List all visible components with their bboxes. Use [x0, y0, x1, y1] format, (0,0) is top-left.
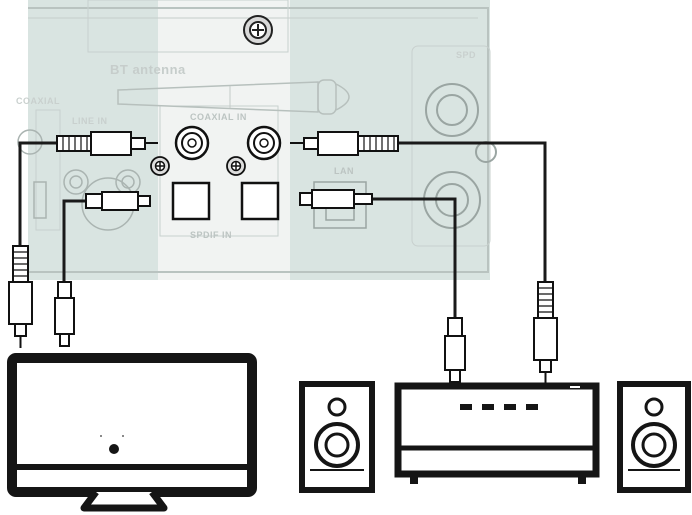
rca-plug-amp-side [290, 131, 399, 156]
spdif-in-port-1 [171, 181, 211, 221]
lan-label: LAN [334, 166, 354, 176]
optical-cable-tv [62, 199, 86, 282]
amplifier-icon [394, 382, 600, 484]
optical-plug-tv-end [54, 281, 75, 347]
bt-antenna-label: BT antenna [110, 62, 186, 77]
tv-icon [7, 353, 257, 512]
coaxial-in-socket-2 [246, 125, 282, 161]
rear-panel: BT antenna COAXIAL IN SPDIF IN LAN LINE … [16, 0, 497, 280]
speaker-icon [299, 381, 375, 493]
coaxial-in-label: COAXIAL IN [190, 112, 247, 122]
screw-icon [243, 15, 273, 45]
screw-icon [150, 156, 170, 176]
coaxial-in-socket-1 [174, 125, 210, 161]
coaxial-side-label: COAXIAL [16, 96, 60, 106]
optical-plug-amp-side [299, 189, 373, 209]
spdif-side-label: SPD [456, 50, 476, 60]
rca-plug-tv-end [8, 245, 33, 348]
line-in-label: LINE IN [72, 116, 108, 126]
speaker-icon [617, 381, 691, 493]
cables [18, 141, 547, 318]
rca-plug-amp-end [533, 281, 558, 384]
spdif-in-label: SPDIF IN [190, 230, 232, 240]
coaxial-cable-tv [18, 141, 58, 246]
bt-antenna-icon [117, 79, 350, 115]
spdif-in-port-2 [240, 181, 280, 221]
optical-plug-amp-end [444, 317, 466, 383]
optical-plug-tv-side [85, 191, 151, 211]
coaxial-cable-amp [398, 141, 547, 282]
screw-icon [226, 156, 246, 176]
rca-plug-tv-side [56, 131, 158, 156]
panel-outline [28, 7, 489, 273]
optical-cable-amp [372, 197, 457, 318]
